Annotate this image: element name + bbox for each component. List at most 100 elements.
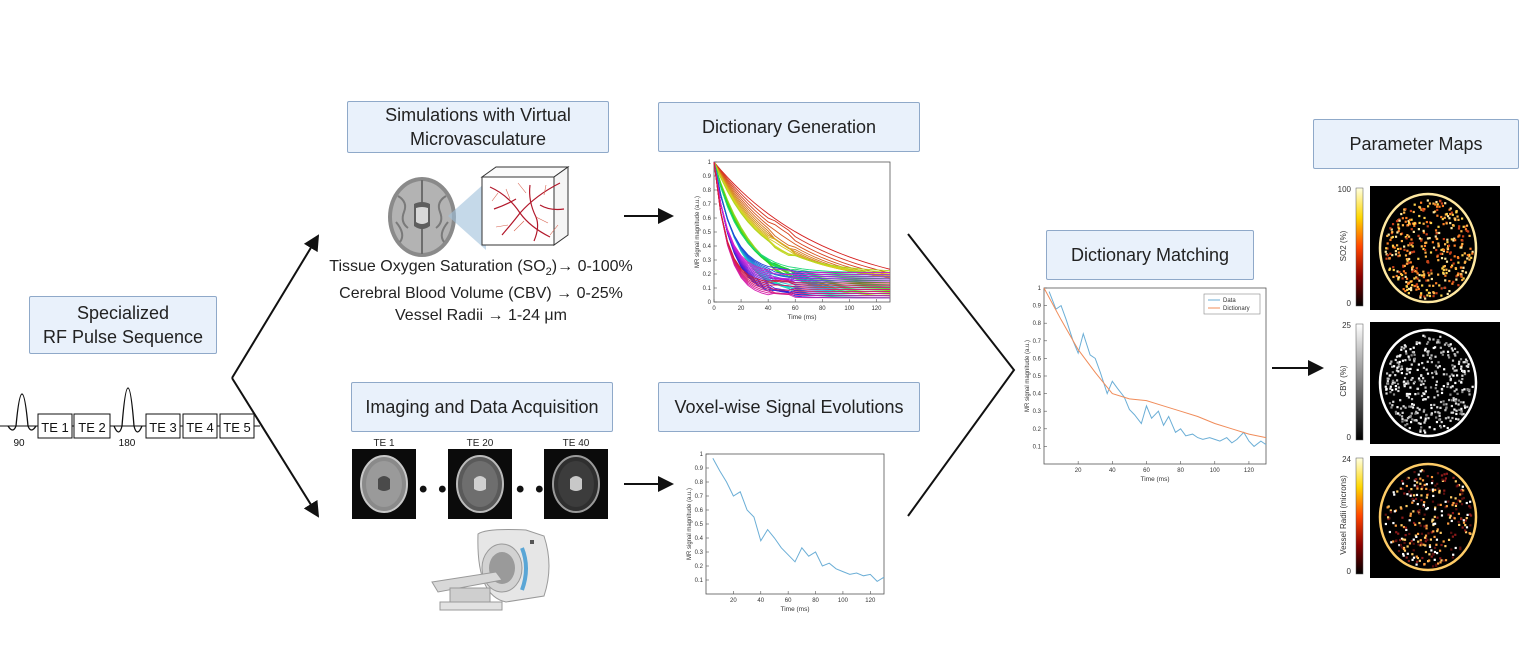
- y-tick-label: 0.5: [703, 230, 712, 236]
- map-pixel: [1401, 411, 1404, 414]
- map-pixel: [1428, 284, 1431, 287]
- map-pixel: [1398, 218, 1401, 221]
- map-pixel: [1406, 249, 1409, 252]
- map-pixel: [1422, 273, 1426, 276]
- map-pixel: [1407, 287, 1411, 291]
- y-tick-label: 0.4: [695, 536, 704, 542]
- map-pixel: [1461, 526, 1464, 529]
- map-pixel: [1458, 360, 1461, 363]
- map-pixel: [1406, 288, 1409, 292]
- map-pixel: [1436, 237, 1439, 241]
- map-pixel: [1444, 409, 1447, 412]
- dictionary-curve: [713, 161, 891, 280]
- colorbar: [1355, 457, 1364, 575]
- y-tick-label: 1: [708, 160, 712, 166]
- map-pixel: [1446, 238, 1449, 241]
- map-pixel: [1466, 513, 1469, 516]
- map-pixel: [1398, 270, 1401, 274]
- map-pixel: [1406, 477, 1409, 480]
- map-pixel: [1427, 532, 1430, 535]
- map-pixel: [1455, 388, 1458, 391]
- map-pixel: [1412, 549, 1415, 552]
- map-pixel: [1397, 386, 1400, 389]
- map-pixel: [1460, 246, 1463, 249]
- map-pixel: [1397, 362, 1401, 366]
- map-pixel: [1401, 224, 1405, 227]
- map-pixel: [1451, 512, 1455, 515]
- map-pixel: [1460, 244, 1463, 247]
- map-pixel: [1423, 335, 1427, 338]
- map-pixel: [1415, 283, 1418, 286]
- map-pixel: [1386, 247, 1389, 250]
- x-tick-label: 120: [865, 598, 876, 604]
- map-pixel: [1415, 560, 1419, 563]
- map-pixel: [1406, 493, 1409, 496]
- map-pixel: [1442, 400, 1445, 403]
- map-pixel: [1445, 403, 1448, 406]
- map-pixel: [1465, 361, 1468, 364]
- map-pixel: [1384, 513, 1387, 516]
- map-pixel: [1405, 392, 1409, 396]
- map-pixel: [1455, 369, 1458, 372]
- map-pixel: [1411, 270, 1414, 273]
- map-pixel: [1449, 343, 1452, 346]
- map-pixel: [1402, 547, 1406, 551]
- map-pixel: [1395, 379, 1399, 382]
- map-pixel: [1469, 247, 1472, 250]
- map-pixel: [1444, 477, 1448, 480]
- map-pixel: [1441, 267, 1444, 270]
- y-tick-label: 0.6: [1033, 356, 1042, 362]
- matching-line-data: [1048, 291, 1267, 448]
- map-pixel: [1425, 524, 1428, 527]
- map-pixel: [1419, 482, 1422, 485]
- map-pixel: [1388, 402, 1392, 405]
- map-pixel: [1391, 235, 1394, 239]
- map-pixel: [1394, 385, 1397, 388]
- map-pixel: [1436, 406, 1439, 409]
- map-pixel: [1449, 213, 1452, 216]
- mri-scanner-icon: [431, 529, 550, 611]
- map-pixel: [1384, 385, 1387, 388]
- map-pixel: [1408, 358, 1411, 361]
- map-pixel: [1389, 511, 1392, 514]
- map-pixel: [1424, 251, 1427, 254]
- map-pixel: [1430, 269, 1433, 272]
- map-pixel: [1437, 339, 1440, 342]
- map-pixel: [1408, 218, 1411, 222]
- map-pixel: [1437, 242, 1440, 245]
- map-pixel: [1419, 416, 1423, 419]
- map-pixel: [1445, 505, 1448, 508]
- map-pixel: [1441, 478, 1444, 481]
- map-pixel: [1443, 343, 1447, 346]
- map-pixel: [1464, 519, 1467, 522]
- map-pixel: [1431, 241, 1434, 244]
- map-pixel: [1457, 418, 1460, 421]
- map-pixel: [1386, 516, 1390, 519]
- map-pixel: [1393, 510, 1396, 513]
- map-pixel: [1436, 214, 1439, 217]
- map-pixel: [1436, 394, 1440, 397]
- map-pixel: [1468, 234, 1471, 237]
- map-pixel: [1416, 485, 1419, 488]
- dictionary-curve: [713, 161, 891, 272]
- map-pixel: [1419, 422, 1422, 425]
- map-pixel: [1419, 539, 1422, 542]
- map-pixel: [1414, 497, 1418, 501]
- map-pixel: [1435, 341, 1439, 344]
- map-pixel: [1445, 373, 1448, 376]
- map-pixel: [1451, 349, 1454, 352]
- map-pixel: [1447, 538, 1451, 541]
- map-pixel: [1469, 514, 1473, 517]
- map-pixel: [1413, 360, 1416, 363]
- map-pixel: [1450, 211, 1453, 214]
- map-pixel: [1451, 213, 1454, 216]
- map-pixel: [1433, 515, 1436, 518]
- map-pixel: [1417, 257, 1420, 260]
- map-pixel: [1409, 386, 1412, 389]
- map-pixel: [1442, 237, 1445, 241]
- map-pixel: [1408, 532, 1411, 536]
- map-pixel: [1391, 365, 1394, 368]
- map-pixel: [1464, 228, 1468, 231]
- colorbar-label: CBV (%): [1339, 365, 1348, 396]
